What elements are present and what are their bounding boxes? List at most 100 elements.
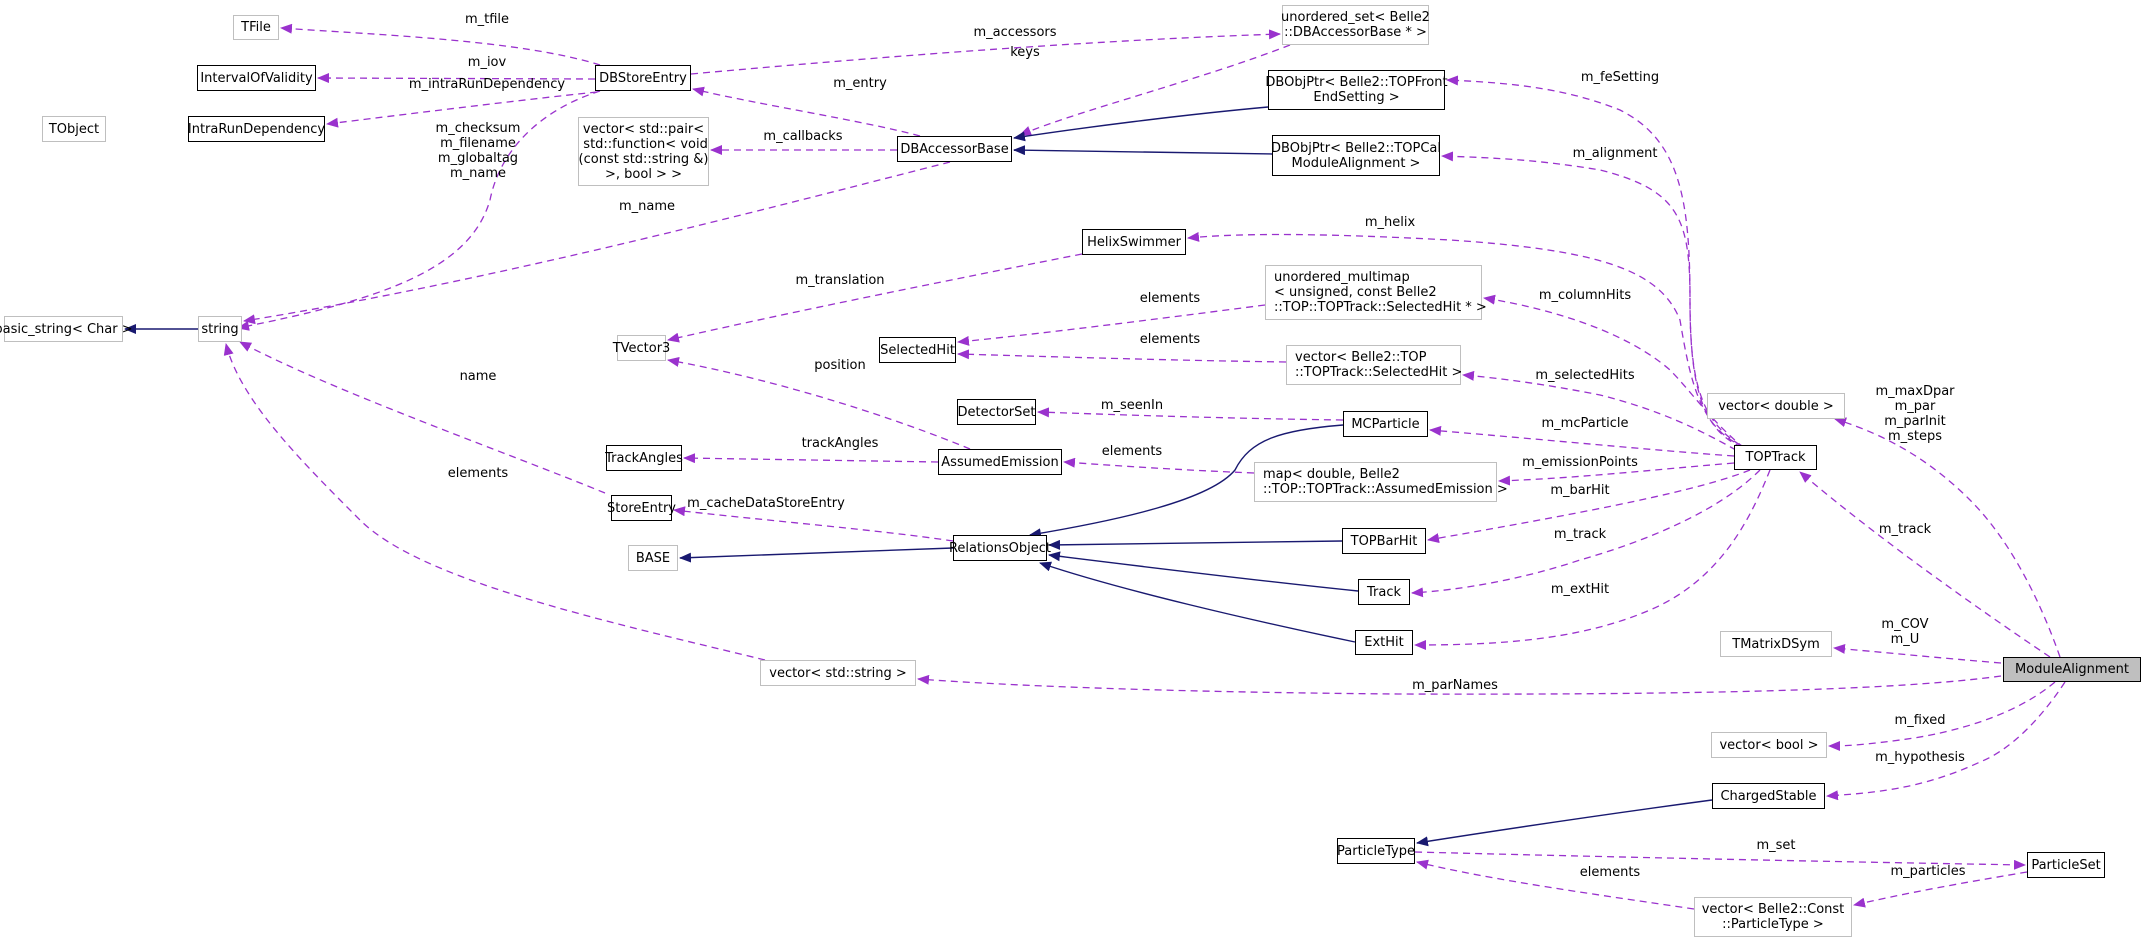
class-node-vector-string: vector< std::string > [760, 660, 916, 686]
usage-edge-toptrack-to-map-assumed-emission [1498, 462, 1735, 486]
edge-label: m_tfile [464, 12, 510, 27]
edge-label: m_mcParticle [1541, 416, 1629, 431]
edge-label: m_alignment [1572, 146, 1658, 161]
usage-edge-module-alignment-to-charged-stable [1826, 681, 2066, 801]
class-node-track[interactable]: Track [1358, 579, 1410, 605]
class-node-selected-hit[interactable]: SelectedHit [879, 337, 956, 363]
usage-edge-vector-selected-hit-to-selected-hit [957, 349, 1287, 363]
usage-edge-unordered-multimap-to-selected-hit [957, 304, 1266, 346]
usage-edge-dbstore-entry-to-intra-run-dependency [326, 91, 598, 128]
class-node-vector-selected-hit: vector< Belle2::TOP ::TOPTrack::Selected… [1286, 345, 1462, 385]
class-node-basic-string: basic_string< Char > [0, 316, 133, 342]
usage-edge-vector-string-to-string [223, 343, 766, 661]
usage-edge-toptrack-to-dbobj-ptr-cal [1441, 151, 1743, 448]
usage-edge-helix-swimmer-to-tvector3 [667, 253, 1083, 343]
class-node-vector-particle-type: vector< Belle2::Const ::ParticleType > [1694, 897, 1852, 937]
usage-edge-toptrack-to-mcparticle [1429, 425, 1735, 457]
edge-label: m_fixed [1894, 713, 1946, 728]
class-node-ext-hit[interactable]: ExtHit [1355, 630, 1413, 655]
usage-edge-module-alignment-to-toptrack [1799, 471, 2051, 658]
inheritance-edge-mcparticle-to-relations-object [1029, 424, 1344, 539]
class-node-toptrack[interactable]: TOPTrack [1734, 445, 1817, 470]
class-node-particle-type[interactable]: ParticleType [1337, 838, 1415, 864]
class-node-assumed-emission[interactable]: AssumedEmission [938, 449, 1062, 475]
class-node-track-angles[interactable]: TrackAngles [605, 445, 683, 471]
usage-edge-particle-type-to-particle-set [1414, 851, 2026, 870]
edge-label: m_helix [1364, 215, 1416, 230]
class-node-helix-swimmer[interactable]: HelixSwimmer [1082, 229, 1186, 255]
inheritance-edge-topbar-hit-to-relations-object [1048, 539, 1343, 550]
edge-label: elements [1101, 444, 1163, 459]
class-node-mcparticle[interactable]: MCParticle [1343, 411, 1428, 437]
inheritance-edge-relations-object-to-base [679, 547, 954, 563]
usage-edge-module-alignment-to-tmatrix-dsym [1833, 643, 2002, 664]
edge-label: m_selectedHits [1535, 368, 1635, 383]
class-node-store-entry[interactable]: StoreEntry [607, 495, 676, 521]
edge-label: m_extHit [1550, 582, 1610, 597]
class-node-dbobj-ptr-cal[interactable]: DBObjPtr< Belle2::TOPCal ModuleAlignment… [1271, 135, 1441, 176]
edge-label: m_seenIn [1100, 398, 1164, 413]
edge-label: m_cacheDataStoreEntry [687, 496, 845, 511]
edge-label: m_set [1756, 838, 1796, 853]
usage-edge-map-assumed-emission-to-assumed-emission [1063, 457, 1255, 474]
usage-edge-vector-particle-type-to-particle-type [1416, 859, 1695, 910]
usage-edge-toptrack-to-track [1411, 469, 1761, 598]
inheritance-edge-charged-stable-to-particle-type [1416, 799, 1713, 847]
edge-label: m_accessors [973, 25, 1057, 40]
edge-label: m_track [1553, 527, 1607, 542]
inheritance-edge-dbobj-ptr-front-to-dbaccessor-base [1013, 106, 1269, 142]
usage-edge-module-alignment-to-vector-double [1834, 417, 2061, 658]
class-node-interval-of-validity[interactable]: IntervalOfValidity [197, 65, 316, 91]
usage-edge-assumed-emission-to-track-angles [683, 453, 939, 464]
edge-label: m_intraRunDependency [408, 77, 566, 92]
edge-label: m_entry [833, 76, 887, 91]
usage-edge-toptrack-to-vector-selected-hit [1462, 370, 1737, 451]
edge-label: m_columnHits [1538, 288, 1632, 303]
edge-label: m_translation [795, 273, 885, 288]
class-node-particle-set[interactable]: ParticleSet [2027, 852, 2105, 878]
usage-edge-dbaccessor-base-to-dbstore-entry [692, 86, 921, 137]
class-node-dbstore-entry[interactable]: DBStoreEntry [595, 65, 691, 91]
edge-label: m_particles [1890, 864, 1966, 879]
class-node-tfile: TFile [233, 15, 279, 40]
edge-label: m_track [1878, 522, 1932, 537]
class-node-unordered-multimap: unordered_multimap < unsigned, const Bel… [1265, 265, 1487, 320]
class-node-detector-set[interactable]: DetectorSet [957, 399, 1036, 425]
edge-label: keys [1010, 45, 1040, 60]
usage-edge-particle-set-to-vector-particle-type [1853, 871, 2028, 908]
class-node-vector-double: vector< double > [1707, 393, 1845, 419]
usage-edge-dbstore-entry-to-tfile [280, 23, 601, 66]
inheritance-edge-track-to-relations-object [1048, 551, 1359, 592]
edge-label: m_name [618, 199, 676, 214]
edge-label: m_emissionPoints [1522, 455, 1638, 470]
usage-edge-dbstore-entry-to-string [237, 90, 601, 331]
usage-edge-dbaccessor-base-to-string [243, 161, 951, 325]
usage-edge-toptrack-to-helix-swimmer [1187, 231, 1746, 448]
class-node-vector-bool: vector< bool > [1711, 732, 1827, 758]
edge-label: m_COV m_U [1881, 617, 1929, 647]
class-node-topbar-hit[interactable]: TOPBarHit [1342, 528, 1426, 554]
class-node-module-alignment[interactable]: ModuleAlignment [2003, 657, 2141, 682]
edge-label: trackAngles [801, 436, 879, 451]
edge-label: elements [1139, 291, 1201, 306]
edge-label: m_barHit [1550, 483, 1610, 498]
usage-edge-store-entry-to-string [239, 341, 606, 494]
usage-edge-toptrack-to-dbobj-ptr-front [1446, 75, 1741, 446]
usage-edge-mcparticle-to-detector-set [1037, 407, 1344, 421]
class-node-dbaccessor-base[interactable]: DBAccessorBase [897, 136, 1012, 162]
usage-edge-toptrack-to-ext-hit [1414, 469, 1771, 650]
usage-edge-module-alignment-to-vector-string [917, 674, 2002, 695]
edge-label: m_hypothesis [1875, 750, 1965, 765]
edge-label: position [814, 358, 866, 373]
edge-label: m_callbacks [763, 129, 843, 144]
inheritance-edge-ext-hit-to-relations-object [1039, 561, 1356, 643]
edge-label: m_feSetting [1580, 70, 1660, 85]
class-node-charged-stable[interactable]: ChargedStable [1712, 783, 1825, 809]
class-node-string: string [198, 316, 242, 342]
usage-edge-dbstore-entry-to-unordered-set [690, 29, 1281, 75]
class-node-intra-run-dependency[interactable]: IntraRunDependency [188, 116, 325, 142]
usage-edge-assumed-emission-to-tvector3 [667, 357, 971, 450]
class-node-relations-object[interactable]: RelationsObject [949, 535, 1051, 561]
class-node-dbobj-ptr-front[interactable]: DBObjPtr< Belle2::TOPFront EndSetting > [1265, 70, 1448, 110]
